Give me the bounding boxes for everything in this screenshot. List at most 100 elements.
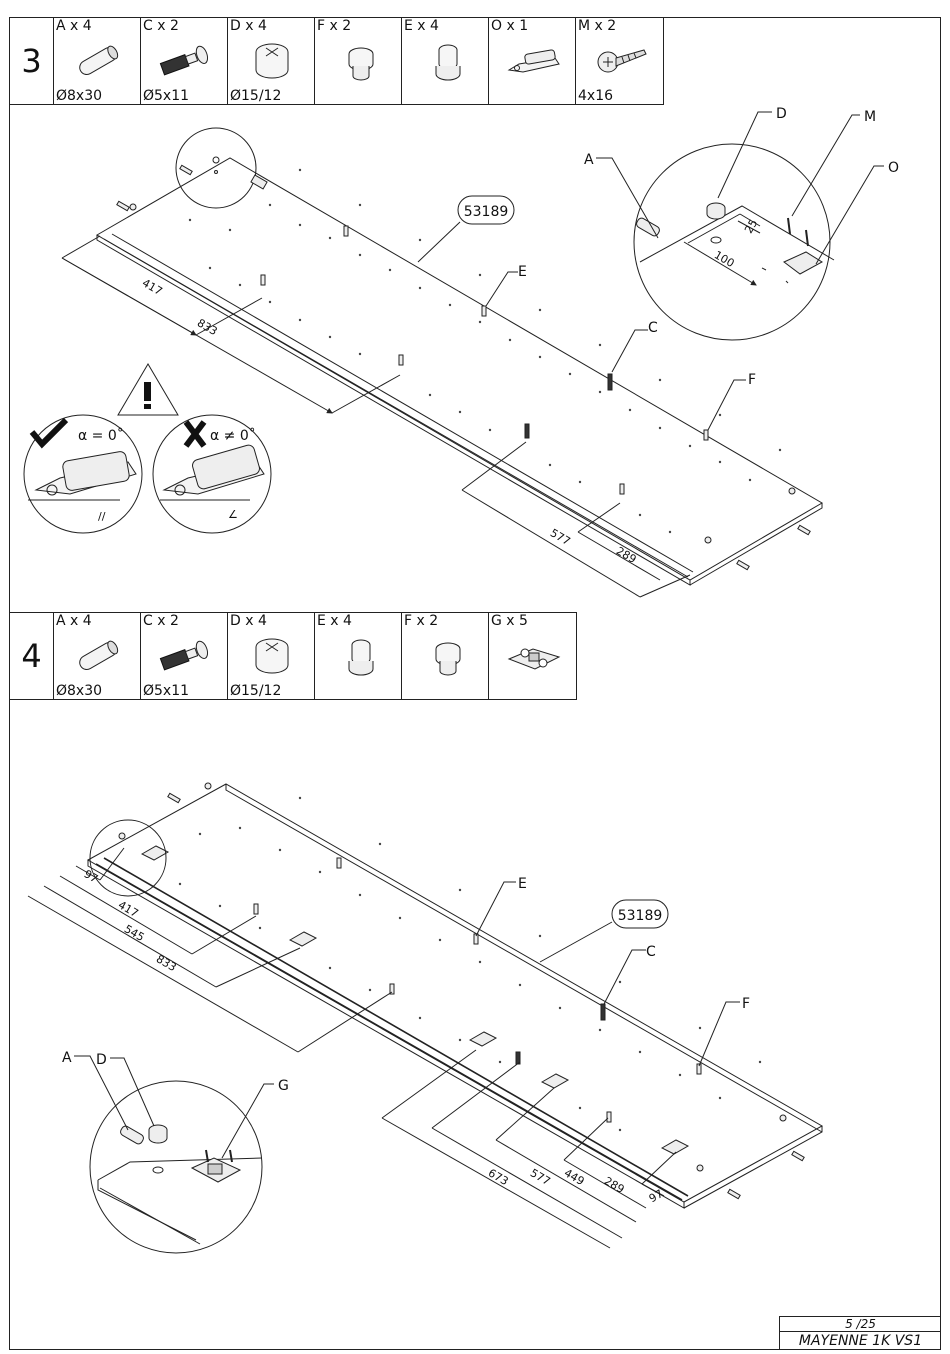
step3-leader-c [611, 329, 648, 373]
model-name: MAYENNE 1K VS1 [798, 1333, 923, 1349]
step3-leader-m [791, 114, 860, 217]
step4-dim-289-line [563, 1159, 647, 1209]
step4-dim-449: 449 [562, 1166, 587, 1188]
step3-part-a: A x 4 Ø8x30 [54, 18, 141, 104]
shelf-pin-icon [435, 44, 461, 81]
step3-dim-833-line [61, 257, 333, 414]
step4-dim-97-line [75, 865, 101, 881]
part-qty: A x 4 [56, 613, 92, 629]
step3-holes [188, 168, 782, 534]
step4-label-a: A [62, 1050, 72, 1066]
step4-leader-d [110, 1057, 155, 1127]
part-size: Ø15/12 [230, 88, 282, 104]
step3-label-e: E [518, 264, 527, 280]
check-icon [29, 417, 69, 449]
cam-lock-icon [255, 43, 289, 79]
part-size: Ø5x11 [143, 88, 190, 104]
part-qty: D x 4 [230, 613, 267, 629]
step4-dim-673-line [381, 1117, 611, 1249]
shelf-support-icon [435, 642, 461, 676]
part-qty: G x 5 [491, 613, 528, 629]
step4-leader-g [221, 1083, 274, 1159]
step3-part-c: C x 2 Ø5x11 [141, 18, 228, 104]
step3-leader-e [485, 271, 518, 307]
step3-number: 3 [10, 18, 54, 104]
screw-icon [597, 49, 647, 73]
shelf-pin-icon [348, 639, 374, 676]
step4-part-g: G x 5 [489, 613, 576, 699]
step3-leader-d [717, 111, 772, 199]
step4-dim-289: 289 [602, 1174, 627, 1196]
step3-leader-a [596, 157, 659, 239]
shelf-support-icon [348, 47, 374, 81]
step4-leader-e [475, 881, 516, 937]
step4-dim-545: 545 [122, 922, 147, 944]
step4-dim-97b-line [641, 1183, 665, 1197]
step3-pins [129, 203, 796, 544]
part-qty: D x 4 [230, 18, 267, 34]
step4-panel-code: 53189 [618, 908, 663, 924]
step4-dim-417-line [59, 875, 193, 955]
part-qty: M x 2 [578, 18, 617, 34]
cam-lock-icon [255, 638, 289, 674]
step3-leader-f [707, 379, 746, 431]
step3-parts-row: 3 A x 4 Ø8x30 C x 2 Ø5x11 D x 4 Ø15/12 F… [9, 17, 664, 105]
part-qty: C x 2 [143, 613, 179, 629]
step4-dim-449-line [495, 1139, 637, 1223]
step4-label-d: D [96, 1052, 107, 1068]
step4-label-g: G [278, 1078, 289, 1094]
warning-ok-label: α = 0˚ [78, 427, 124, 444]
step3-label-d: D [776, 106, 787, 122]
step3-leader-o [815, 165, 884, 265]
step3-dim-577: 577 [548, 526, 573, 548]
part-qty: E x 4 [404, 18, 439, 34]
step3-label-a: A [584, 152, 594, 168]
step3-part-e: E x 4 [402, 18, 489, 104]
part-size: Ø8x30 [56, 683, 103, 699]
step4-label-f: F [742, 996, 750, 1012]
step3-dim-417: 417 [140, 276, 165, 298]
step4-dim-577-line [431, 1127, 623, 1239]
step3-label-c: C [648, 320, 658, 336]
step4-number: 4 [10, 613, 54, 699]
step3-detail-right [633, 143, 831, 341]
page-number: 5 /25 [780, 1317, 941, 1332]
step3-leader-panel [417, 221, 461, 263]
step4-dim-577: 577 [528, 1166, 553, 1188]
part-qty: O x 1 [491, 18, 529, 34]
part-size: Ø8x30 [56, 88, 103, 104]
step4-detail-topleft [89, 819, 167, 897]
step4-leader-c [603, 949, 646, 1005]
step3-drawing [23, 111, 884, 598]
mounting-plate-icon [507, 648, 561, 670]
warning-ok-mark: // [98, 510, 106, 523]
part-size: Ø5x11 [143, 683, 190, 699]
dowel-icon [79, 45, 119, 75]
step3-label-m: M [864, 109, 876, 125]
step4-part-d: D x 4 Ø15/12 [228, 613, 315, 699]
step4-drawing [27, 782, 824, 1254]
step4-leader-a [74, 1055, 129, 1131]
part-size: Ø15/12 [230, 683, 282, 699]
step3-dim-289-line [577, 531, 661, 581]
step3-dim-577-line [461, 489, 641, 598]
step3-part-m: M x 2 4x16 [576, 18, 663, 104]
part-qty: F x 2 [317, 18, 352, 34]
step3-dim-833: 833 [195, 316, 220, 338]
step3-panel-tag [457, 195, 515, 225]
step4-leader-panel [539, 921, 613, 963]
step3-panel-code: 53189 [464, 204, 509, 220]
step4-panel-tag [611, 899, 669, 929]
hinge-plate-icon [507, 49, 560, 73]
step4-leader-f [698, 1001, 740, 1067]
step4-dim-545-line [43, 885, 217, 988]
step3-part-o: O x 1 [489, 18, 576, 104]
warning-bad-mark: ∠ [228, 508, 238, 521]
step4-dim-97b: 97 [647, 1187, 666, 1205]
step3-detail-topleft [175, 127, 257, 209]
cross-icon [183, 420, 207, 448]
step4-holes [178, 796, 762, 1132]
cam-bolt-icon [159, 640, 209, 671]
step3-label-f: F [748, 372, 756, 388]
